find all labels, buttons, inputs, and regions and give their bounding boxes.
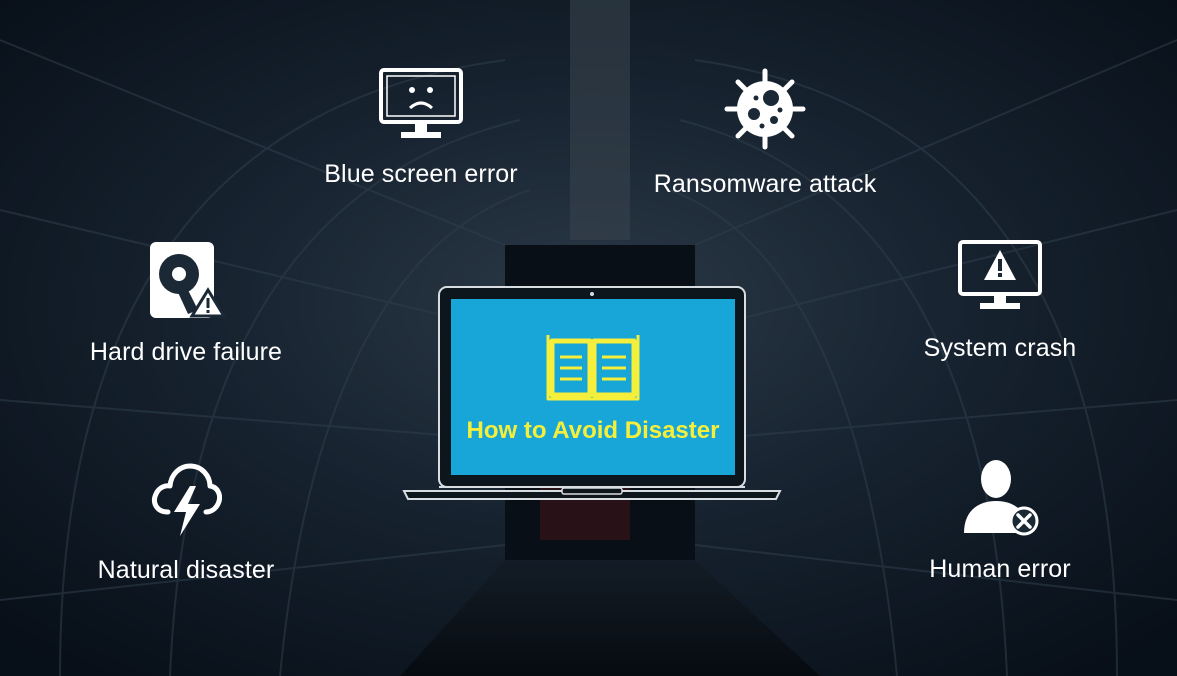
- hard-drive-warning-icon: [150, 242, 226, 318]
- hard-drive-failure-label: Hard drive failure: [89, 338, 283, 366]
- virus-icon: [724, 68, 806, 150]
- natural-disaster-label: Natural disaster: [97, 556, 275, 584]
- monitor-warning-icon: [958, 240, 1042, 309]
- blue-screen-error-label: Blue screen error: [324, 160, 518, 188]
- human-error-item: Human error: [910, 457, 1090, 584]
- open-book-icon: [546, 335, 640, 401]
- system-crash-item: System crash: [900, 240, 1100, 363]
- center-title: How to Avoid Disaster: [466, 417, 720, 444]
- laptop-illustration: [402, 286, 782, 500]
- ransomware-attack-label: Ransomware attack: [653, 170, 877, 198]
- storm-cloud-icon: [152, 463, 222, 536]
- sad-monitor-icon: [379, 68, 463, 138]
- natural-disaster-item: Natural disaster: [80, 456, 292, 585]
- blue-screen-error-item: Blue screen error: [300, 68, 542, 189]
- human-error-label: Human error: [929, 555, 1071, 583]
- user-error-icon: [964, 460, 1039, 536]
- ransomware-attack-item: Ransomware attack: [630, 68, 900, 199]
- system-crash-label: System crash: [923, 334, 1077, 362]
- hard-drive-failure-item: Hard drive failure: [70, 240, 302, 367]
